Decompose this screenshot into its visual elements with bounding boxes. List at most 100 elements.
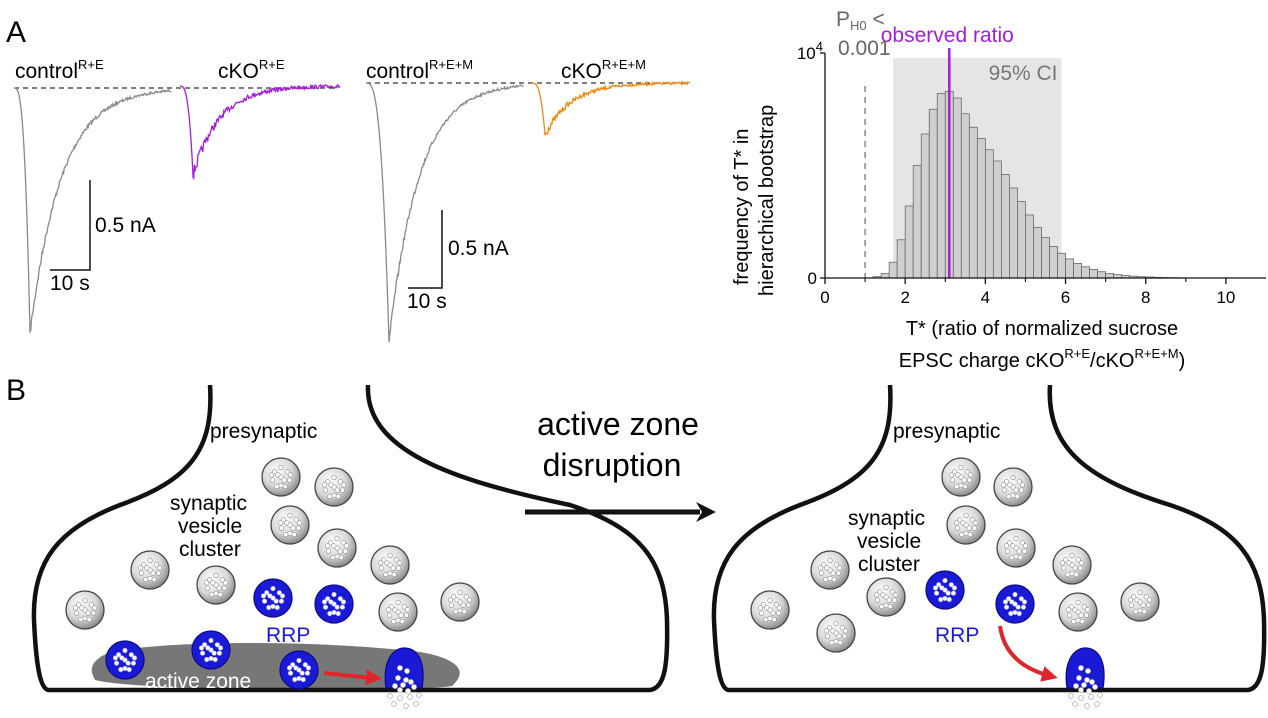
left-vesicles — [65, 457, 480, 709]
synaptic-vesicle — [993, 467, 1033, 507]
scalebar-2-time: 10 s — [407, 290, 447, 313]
scalebar-1-current: 0.5 nA — [95, 214, 156, 237]
rrp-vesicle — [925, 570, 965, 610]
histogram-bar — [920, 133, 930, 279]
histogram-bar — [1009, 187, 1018, 279]
synaptic-vesicle — [440, 582, 480, 622]
synaptic-vesicle — [816, 613, 856, 653]
synaptic-vesicle — [130, 550, 170, 590]
x-tick-label: 2 — [900, 288, 909, 307]
synaptic-vesicle — [810, 550, 850, 590]
synaptic-vesicle — [378, 592, 418, 632]
histogram-bar — [1089, 269, 1099, 279]
observed-ratio-label: observed ratio — [881, 24, 1014, 47]
trace-label-control-re: controlR+E — [15, 57, 104, 83]
fusing-vesicle — [384, 647, 424, 709]
left-presynaptic-label: presynaptic — [210, 420, 317, 443]
x-tick-label: 8 — [1141, 288, 1150, 307]
histogram-bar — [1001, 174, 1010, 279]
rrp-vesicle — [105, 640, 145, 680]
right-cluster-line2: vesicle — [857, 530, 921, 553]
rrp-vesicle — [191, 630, 231, 670]
rrp-vesicle — [279, 650, 319, 690]
histogram-bar — [968, 126, 978, 279]
histogram-bar — [952, 97, 962, 279]
fusing-vesicle — [1065, 647, 1105, 709]
y-axis-title-line2: hierarchical bootstrap — [756, 105, 778, 296]
right-release-arrow — [998, 625, 1058, 682]
histogram-bar — [1105, 273, 1115, 279]
histogram-bar — [1033, 226, 1042, 279]
right-rrp-label: RRP — [935, 624, 979, 647]
x-axis-title-line2: EPSC charge cKOR+E/cKOR+E+M) — [899, 346, 1185, 372]
histogram-bar — [888, 261, 898, 279]
trace-label-cko-rem: cKOR+E+M — [561, 57, 646, 83]
histogram-bar — [896, 239, 906, 279]
x-tick-label: 0 — [820, 288, 829, 307]
histogram-bar — [1065, 258, 1074, 279]
histogram-bar — [960, 113, 970, 279]
left-cluster-line3: cluster — [179, 538, 241, 561]
left-rrp-label: RRP — [266, 624, 310, 647]
arrow-label-line2: disruption — [543, 447, 682, 483]
scalebar-1 — [50, 180, 91, 271]
histogram-bar — [1049, 246, 1058, 279]
histogram-bar — [1097, 271, 1107, 279]
y-tick-label-top: 104 — [797, 39, 823, 63]
trace-cko-re — [180, 83, 341, 181]
right-presynaptic-label: presynaptic — [893, 420, 1000, 443]
synaptic-vesicle — [946, 505, 986, 545]
trace-cko-rem — [532, 80, 691, 136]
y-tick-label-0: 0 — [808, 269, 817, 288]
left-cluster-line1: synaptic — [170, 492, 247, 515]
rrp-vesicle — [253, 578, 293, 618]
right-vesicles — [750, 457, 1160, 709]
histogram-bar — [1081, 266, 1090, 279]
trace-label-control-rem: controlR+E+M — [366, 57, 473, 83]
p-value: 0.001 — [838, 37, 891, 60]
synaptic-vesicle — [750, 590, 790, 630]
histogram-bar — [992, 160, 1002, 279]
panel-a-letter: A — [6, 16, 26, 49]
synaptic-vesicle — [261, 457, 301, 497]
histogram-bar — [880, 273, 890, 279]
left-terminal: presynaptic synaptic vesicle cluster RRP… — [31, 384, 670, 709]
histogram-bar — [936, 93, 946, 279]
x-tick-label: 10 — [1216, 288, 1235, 307]
right-cluster-line1: synaptic — [848, 507, 925, 530]
trace-label-cko-re: cKOR+E — [218, 57, 285, 83]
synaptic-vesicle — [996, 528, 1036, 568]
synaptic-vesicle — [270, 505, 310, 545]
synaptic-vesicle — [196, 565, 236, 605]
scalebar-2-current: 0.5 nA — [448, 237, 509, 260]
trace-control-rem — [366, 82, 524, 343]
right-cluster-line3: cluster — [858, 553, 920, 576]
synaptic-vesicle — [1052, 545, 1092, 585]
histogram-bar — [1041, 237, 1050, 279]
x-tick-label: 4 — [981, 288, 990, 307]
arrow-label-line1: active zone — [537, 406, 699, 442]
x-axis-title-line1: T* (ratio of normalized sucrose — [906, 318, 1178, 340]
synaptic-vesicle — [1120, 582, 1160, 622]
histogram-bar — [976, 138, 986, 279]
right-terminal: presynaptic synaptic vesicle cluster RRP — [711, 384, 1267, 709]
rrp-vesicle — [995, 584, 1035, 624]
histogram-bar — [984, 149, 994, 279]
rrp-vesicle — [314, 584, 354, 624]
histogram-bar — [912, 165, 922, 279]
panel-b-letter: B — [6, 374, 26, 407]
ci-label: 95% CI — [989, 62, 1058, 85]
histogram-bar — [928, 108, 938, 279]
synaptic-vesicle — [314, 467, 354, 507]
histogram-bar — [1025, 214, 1034, 279]
left-cluster-line2: vesicle — [178, 515, 242, 538]
synaptic-vesicle — [370, 545, 410, 585]
scalebar-1-time: 10 s — [50, 272, 90, 295]
synaptic-vesicle — [1058, 592, 1098, 632]
left-release-arrow — [323, 669, 382, 686]
active-zone-label: active zone — [145, 670, 251, 693]
histogram-bar — [904, 205, 914, 279]
